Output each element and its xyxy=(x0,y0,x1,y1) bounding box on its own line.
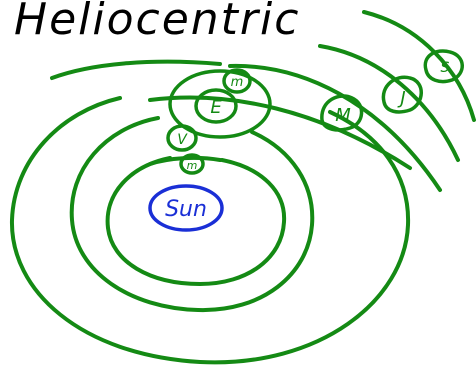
mercury: m xyxy=(179,153,205,175)
venus: V xyxy=(166,124,198,152)
mars-label: M xyxy=(335,105,351,126)
earth: E xyxy=(168,69,272,139)
arc-2 xyxy=(148,95,412,170)
mars: M xyxy=(320,94,364,132)
earth-moon-orbit xyxy=(168,69,272,139)
mercury-circle xyxy=(179,153,205,175)
saturn: S xyxy=(423,49,464,84)
orbit-outer xyxy=(9,96,411,365)
moon-label: m xyxy=(231,75,244,90)
sun: Sun xyxy=(148,184,224,232)
diagram-title: Heliocentric xyxy=(14,0,300,45)
moon-circle xyxy=(222,68,252,94)
orbits xyxy=(9,10,476,365)
mars-circle xyxy=(320,94,364,132)
mercury-label: m xyxy=(187,159,198,172)
saturn-label: S xyxy=(441,60,450,76)
sun-label: Sun xyxy=(165,197,207,222)
earth-circle xyxy=(194,88,238,124)
saturn-circle xyxy=(423,49,464,84)
arc-3 xyxy=(228,63,442,192)
venus-circle xyxy=(166,124,198,152)
jupiter-circle xyxy=(381,75,423,114)
earth-label: E xyxy=(210,97,222,118)
moon: m xyxy=(222,68,252,94)
orbit-middle xyxy=(69,116,315,313)
orbit-inner xyxy=(105,156,287,287)
sun-circle xyxy=(148,184,224,232)
arc-4 xyxy=(318,44,460,162)
jupiter-label: J xyxy=(397,88,405,109)
jupiter: J xyxy=(381,75,423,114)
arc-1 xyxy=(50,59,222,80)
venus-label: V xyxy=(177,132,188,148)
